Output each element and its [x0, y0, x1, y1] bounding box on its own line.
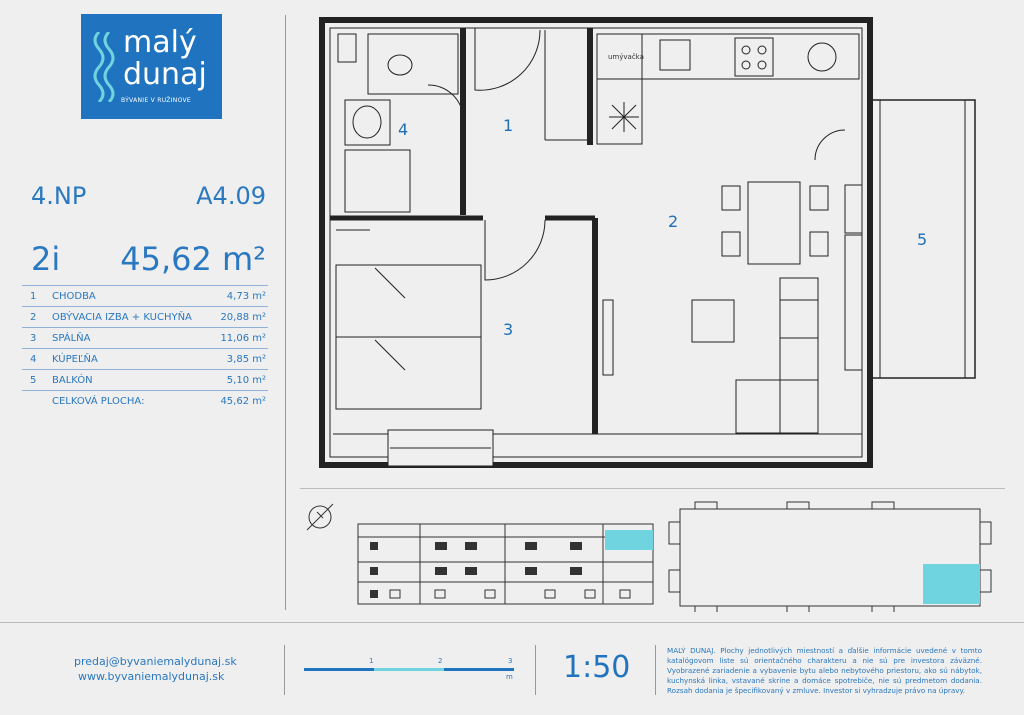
room-name: OBÝVACIA IZBA + KUCHYŇA: [50, 306, 213, 328]
divider: [300, 488, 1005, 489]
disclaimer: MALÝ DUNAJ. Plochy jednotlivých miestnos…: [667, 646, 982, 695]
scale-segment: [304, 668, 374, 671]
room-no: 3: [22, 327, 50, 349]
dishwasher-label: umývačka: [608, 53, 644, 61]
logo-line2: dunaj: [123, 57, 207, 92]
room-no: 1: [22, 285, 50, 307]
room-area: 20,88 m²: [212, 306, 268, 328]
room-no: 2: [22, 306, 50, 328]
floor-plan: .: [290, 17, 976, 468]
room-count: 2i: [31, 240, 61, 278]
room-label-1: 1: [503, 116, 514, 135]
divider: [535, 645, 536, 695]
floor-label: 4.NP: [31, 182, 87, 210]
logo-line1: malý: [123, 25, 197, 60]
logo-tagline: BÝVANIE V RUŽINOVE: [121, 97, 191, 104]
north-arrow-icon: [308, 505, 332, 529]
unit-highlight-floor: [923, 564, 980, 604]
room-name: BALKÓN: [50, 369, 213, 391]
room-name: SPÁLŇA: [50, 327, 213, 349]
room-area: 4,73 m²: [212, 285, 268, 307]
scale-tick: 2: [438, 657, 443, 665]
unit-code: A4.09: [196, 182, 266, 210]
scale-tick: 3: [508, 657, 513, 665]
room-label-5: 5: [917, 230, 928, 249]
room-no: 5: [22, 369, 50, 391]
divider: [284, 645, 285, 695]
logo: malý dunaj BÝVANIE V RUŽINOVE: [81, 14, 222, 119]
scale-segment: [444, 668, 514, 671]
unit-highlight-elevation: [605, 530, 653, 550]
scale-unit: m: [506, 673, 513, 681]
scale-segment: [374, 668, 444, 671]
room-label-3: 3: [503, 320, 514, 339]
room-area: 11,06 m²: [212, 327, 268, 349]
divider: [285, 15, 286, 610]
total-area: 45,62 m²: [212, 390, 268, 412]
scale-ratio: 1:50: [563, 650, 631, 685]
svg-text:.: .: [290, 399, 291, 401]
room-label-4: 4: [398, 120, 409, 139]
building-diagrams: [306, 501, 992, 612]
total-row: CELKOVÁ PLOCHA:45,62 m²: [22, 390, 268, 412]
room-no: 4: [22, 348, 50, 370]
room-name: KÚPEĽŇA: [50, 348, 213, 370]
total-label: CELKOVÁ PLOCHA:: [50, 390, 213, 412]
web-link[interactable]: www.byvaniemalydunaj.sk: [78, 670, 225, 683]
scale-tick: 1: [369, 657, 374, 665]
unit-area: 45,62 m²: [120, 240, 266, 278]
room-area: 5,10 m²: [212, 369, 268, 391]
waves-icon: [93, 32, 115, 102]
room-name: CHODBA: [50, 285, 213, 307]
divider: [655, 645, 656, 695]
room-area: 3,85 m²: [212, 348, 268, 370]
divider: [0, 622, 1024, 623]
email-link[interactable]: predaj@byvaniemalydunaj.sk: [74, 655, 237, 668]
room-label-2: 2: [668, 212, 679, 231]
